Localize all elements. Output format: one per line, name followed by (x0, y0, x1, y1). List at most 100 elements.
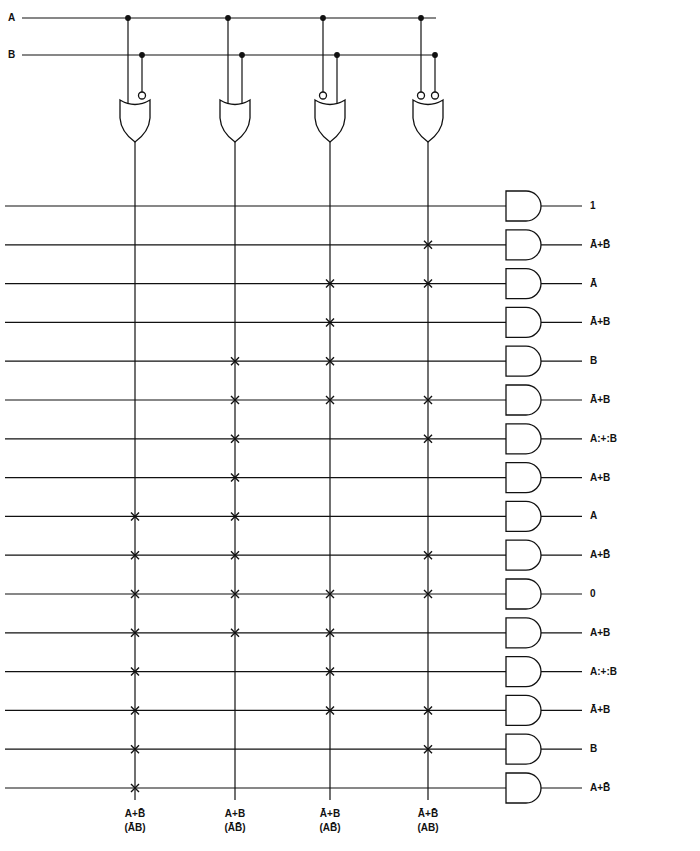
row-line (5, 749, 506, 750)
output-function: Ā+B̄ (590, 239, 610, 251)
junction-dot (226, 16, 230, 20)
output-function: A:+:B (590, 666, 617, 678)
fuse-cross (326, 629, 334, 637)
and-gate (506, 307, 541, 337)
output-function: Ā+B (590, 704, 610, 716)
gate-input (434, 55, 435, 92)
and-gate (506, 463, 541, 493)
signal-name: A (8, 12, 15, 24)
output-line (541, 749, 582, 750)
row-line (5, 283, 506, 284)
row-line (5, 438, 506, 439)
row-line (5, 399, 506, 400)
and-gate (506, 424, 541, 454)
junction-dot (126, 16, 130, 20)
and-gate (506, 579, 541, 609)
fuse-cross (131, 745, 139, 753)
gate-input (336, 55, 337, 103)
junction-dot (140, 53, 144, 57)
fuse-cross (131, 551, 139, 559)
output-line (541, 555, 582, 556)
fuse-cross (326, 280, 334, 288)
output-line (541, 283, 582, 284)
junction-dot (240, 53, 244, 57)
fuse-cross (131, 590, 139, 598)
and-gate (506, 385, 541, 415)
column-function: A+B̄ (125, 808, 145, 820)
output-line (541, 516, 582, 517)
column-line (134, 142, 135, 800)
output-function: Ā (590, 278, 597, 290)
output-function: A:+:B (590, 433, 617, 445)
fuse-cross (424, 745, 432, 753)
junction-dot (321, 16, 325, 20)
and-gate (506, 346, 541, 376)
and-gate (506, 501, 541, 531)
row-line (5, 632, 506, 633)
column-line (234, 142, 235, 800)
gate-input (227, 18, 228, 103)
output-line (541, 322, 582, 323)
output-line (541, 438, 582, 439)
fuse-cross (231, 396, 239, 404)
inversion-bubble (139, 92, 146, 99)
row-line (5, 477, 506, 478)
output-function: 1 (590, 200, 596, 212)
output-function: Ā+B (590, 394, 610, 406)
fuse-cross (231, 590, 239, 598)
column-function: Ā+B̄ (418, 808, 438, 820)
output-line (541, 710, 582, 711)
output-line (541, 632, 582, 633)
or-gate (120, 100, 150, 142)
fuse-cross (231, 357, 239, 365)
column-function: Ā+B (320, 808, 340, 820)
fuse-cross (424, 590, 432, 598)
output-line (541, 244, 582, 245)
gate-input (127, 18, 128, 103)
and-gate (506, 618, 541, 648)
fuse-cross (131, 512, 139, 520)
column-term: (AB̄) (319, 822, 340, 834)
input-line (22, 54, 436, 55)
row-line (5, 361, 506, 362)
column-line (427, 142, 428, 800)
row-line (5, 205, 506, 206)
and-gate (506, 695, 541, 725)
fuse-cross (424, 706, 432, 714)
fuse-cross (131, 629, 139, 637)
output-line (541, 787, 582, 788)
fuse-cross (424, 280, 432, 288)
fuse-cross (231, 474, 239, 482)
output-function: 0 (590, 588, 596, 600)
and-gate (506, 657, 541, 687)
row-line (5, 244, 506, 245)
junction-dot (433, 53, 437, 57)
fuse-cross (424, 241, 432, 249)
row-line (5, 787, 506, 788)
output-function: A+B (590, 627, 610, 639)
output-function: A+B (590, 472, 610, 484)
fuse-cross (326, 706, 334, 714)
fuse-cross (326, 590, 334, 598)
inversion-bubble (320, 92, 327, 99)
fuse-cross (131, 784, 139, 792)
or-gate (315, 100, 345, 142)
fuse-cross (231, 435, 239, 443)
column-term: (ĀB̄) (224, 822, 245, 834)
junction-dot (335, 53, 339, 57)
output-line (541, 671, 582, 672)
output-function: A (590, 510, 597, 522)
gate-input (141, 55, 142, 92)
fuse-cross (231, 512, 239, 520)
output-function: B (590, 743, 597, 755)
inversion-bubble (432, 92, 439, 99)
output-function: B (590, 355, 597, 367)
fuse-cross (424, 435, 432, 443)
inversion-bubble (418, 92, 425, 99)
and-gate (506, 230, 541, 260)
output-line (541, 205, 582, 206)
fuse-cross (231, 551, 239, 559)
fuse-cross (231, 629, 239, 637)
fuse-cross (326, 318, 334, 326)
and-gate (506, 540, 541, 570)
